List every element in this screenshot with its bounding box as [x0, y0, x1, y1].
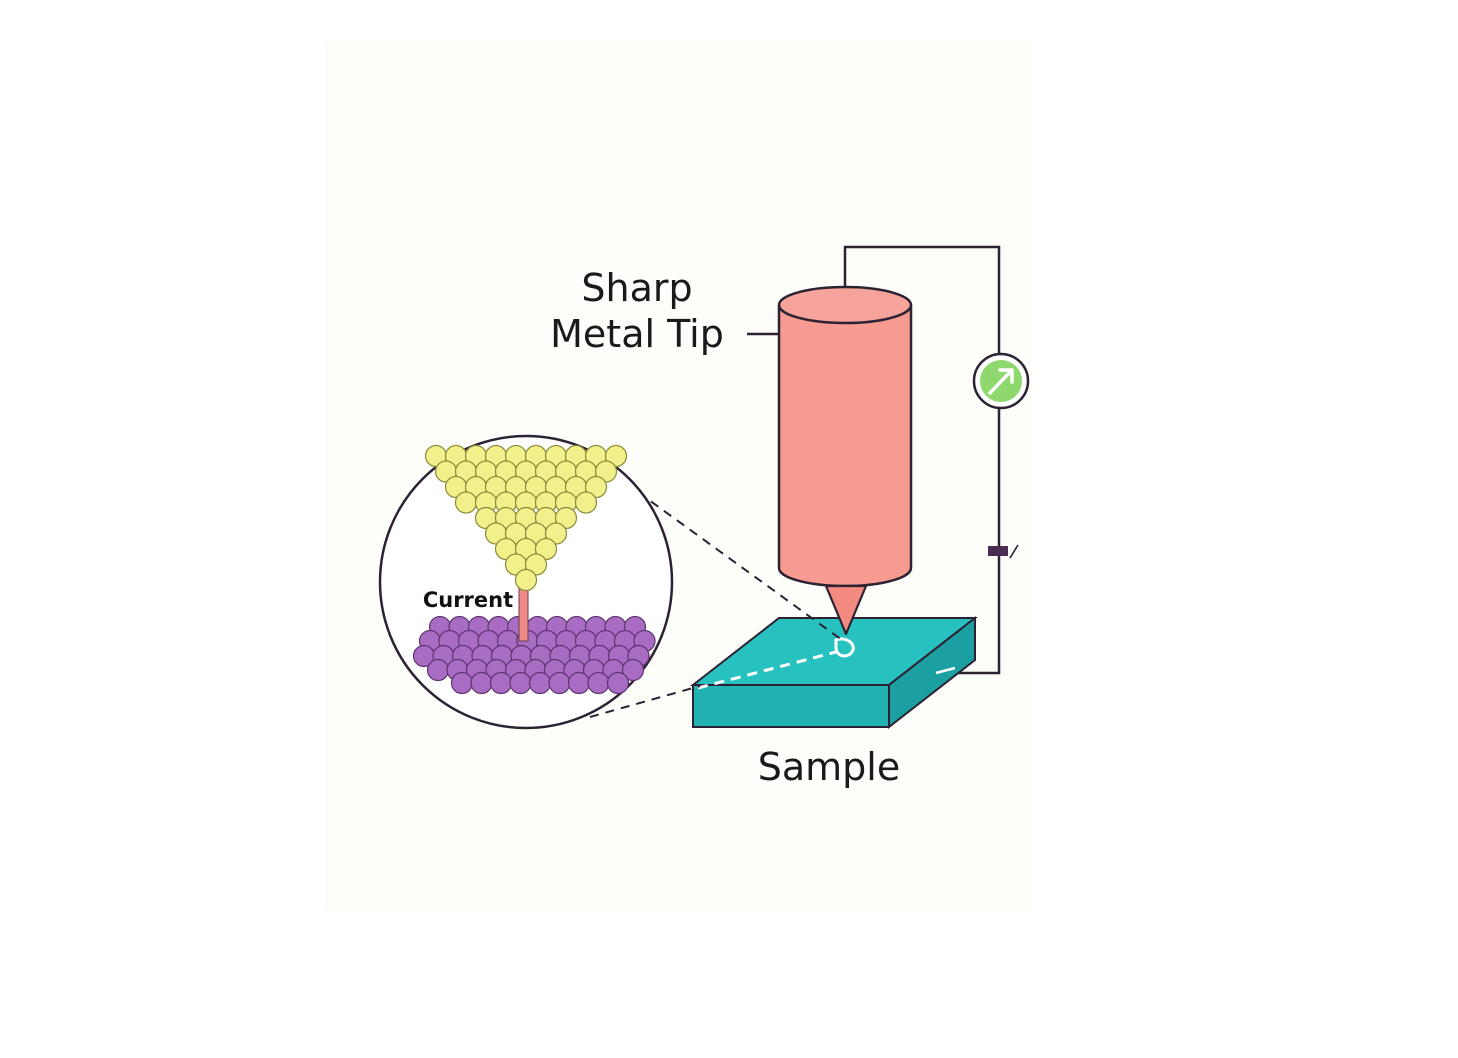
sample-wire-contact	[935, 666, 956, 675]
sample-front-face	[692, 684, 890, 728]
tip-atom	[554, 506, 578, 530]
tip-atom	[544, 522, 568, 545]
circuit-wire	[843, 245, 1001, 675]
sample-atom-lattice	[412, 615, 656, 695]
magnified-inset: Current	[378, 434, 674, 730]
sample-atom	[606, 671, 630, 695]
probe-spot-marker	[834, 637, 855, 658]
sample-atom	[426, 658, 450, 682]
battery-icon	[988, 544, 1019, 559]
zoom-connector-lower	[589, 685, 701, 718]
tip-cylinder-top	[777, 285, 913, 325]
sample-atom	[528, 671, 552, 695]
current-label: Current	[423, 588, 513, 612]
tip-label-line1: Sharp	[581, 266, 692, 310]
tip-atom	[534, 537, 558, 561]
tip-atom	[584, 475, 608, 499]
sample-atom	[470, 671, 493, 695]
sample-label: Sample	[758, 745, 900, 789]
tip-atom	[514, 568, 538, 592]
sample-atom	[567, 671, 591, 695]
zoom-connector-upper	[637, 491, 843, 641]
tip-atom	[524, 553, 548, 576]
sample-atom	[621, 658, 645, 682]
sample-atom	[587, 671, 610, 695]
metal-tip	[777, 285, 913, 636]
tip-cylinder-body	[777, 305, 913, 588]
tip-atom	[594, 460, 618, 483]
tip-atom-cluster	[424, 444, 628, 592]
tip-point	[824, 584, 868, 636]
scan-trail	[697, 650, 837, 690]
tip-atom	[604, 444, 628, 468]
tunneling-current-bar	[518, 582, 529, 642]
sample-atom	[450, 671, 474, 695]
sample-atom	[548, 671, 571, 695]
sample-atom	[509, 671, 532, 695]
tip-atom	[574, 491, 598, 514]
sample-atom	[489, 671, 513, 695]
tip-label-line2: Metal Tip	[550, 312, 724, 356]
ammeter-arrow-icon	[972, 352, 1030, 410]
tip-atom	[454, 491, 478, 514]
